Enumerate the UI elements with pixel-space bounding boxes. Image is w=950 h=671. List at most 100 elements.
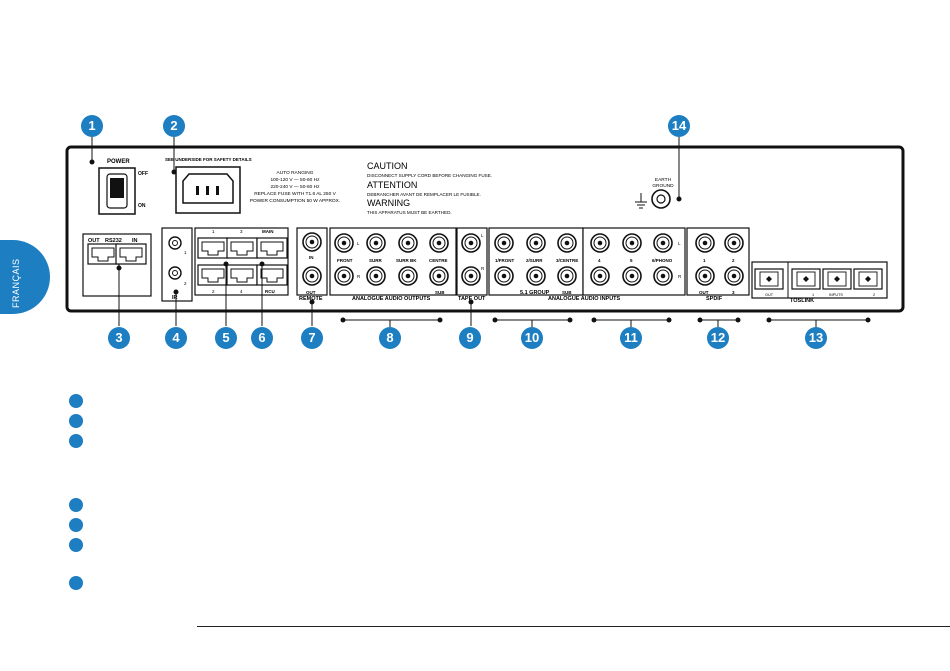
rj45-port-4[interactable] — [226, 264, 258, 286]
rj-2-label: 2 — [212, 289, 215, 294]
surrbk-left-out-jack[interactable] — [398, 233, 418, 253]
rs232-out-port[interactable] — [87, 243, 119, 265]
earth-symbol — [635, 193, 647, 209]
callout-badge-11: 11 — [620, 327, 642, 349]
group-centre-jack[interactable] — [557, 233, 577, 253]
attention-text: DEBRANCHER AVANT DE REMPLACER LE FUSIBLE… — [367, 192, 481, 197]
sub-out-jack[interactable] — [429, 266, 449, 286]
tape-left-marker: L — [481, 233, 484, 238]
tape-out-right-jack[interactable] — [461, 266, 481, 286]
spdif-3-jack[interactable] — [724, 266, 744, 286]
remote-in-jack[interactable] — [302, 232, 322, 252]
legend-dot — [69, 498, 83, 512]
group-sub-label: SUB — [562, 290, 572, 295]
callout-badge-5: 5 — [215, 327, 237, 349]
fuse-note: SEE UNDERSIDE FOR SAFETY DETAILS — [165, 157, 252, 162]
group-front-label: 1/FRONT — [495, 258, 515, 263]
spdif-1-label: 1 — [703, 258, 706, 263]
spdif-1-jack[interactable] — [695, 233, 715, 253]
callout-badge-7: 7 — [301, 327, 323, 349]
surr-left-out-jack[interactable] — [366, 233, 386, 253]
spdif-2-jack[interactable] — [724, 233, 744, 253]
input-5-right-jack[interactable] — [622, 266, 642, 286]
caution-text: DISCONNECT SUPPLY CORD BEFORE CHANGING F… — [367, 173, 492, 178]
caution-title: CAUTION — [367, 161, 408, 171]
input-4-left-jack[interactable] — [590, 233, 610, 253]
toslink-out-port[interactable] — [754, 268, 784, 290]
power-off-label: OFF — [138, 171, 148, 177]
remote-out-jack[interactable] — [302, 266, 322, 286]
toslink-in-1-port[interactable] — [791, 268, 821, 290]
rj-1-label: 1 — [212, 229, 215, 234]
rj45-port-3[interactable] — [226, 237, 258, 259]
callout-badge-13: 13 — [805, 327, 827, 349]
rs232-in-port[interactable] — [115, 243, 147, 265]
warning-text: THIS APPARATUS MUST BE EARTHED. — [367, 210, 452, 215]
ranging-line: 100-120 V — 50-60 Hz — [270, 177, 320, 183]
callout-badge-1: 1 — [81, 115, 103, 137]
earth-label: EARTH — [655, 177, 672, 183]
centre-out-jack[interactable] — [429, 233, 449, 253]
tape-out-left-jack[interactable] — [461, 233, 481, 253]
callout-badge-4: 4 — [165, 327, 187, 349]
bracket-spdif — [697, 317, 741, 327]
callout-badge-8: 8 — [379, 327, 401, 349]
legend-dot — [69, 576, 83, 590]
group-surr-right-jack[interactable] — [526, 266, 546, 286]
legend-dot — [69, 538, 83, 552]
ir-jack-2[interactable] — [168, 266, 182, 280]
input-4-label: 4 — [598, 258, 601, 263]
spdif-out-label: OUT — [699, 290, 709, 295]
remote-out-label: OUT — [306, 290, 316, 295]
group-centre-label: 3/CENTRE — [556, 258, 578, 263]
remote-label: REMOTE — [299, 296, 323, 302]
spdif-out-jack[interactable] — [695, 266, 715, 286]
group-sub-jack[interactable] — [557, 266, 577, 286]
front-out-label: FRONT — [337, 258, 353, 263]
surrbk-right-out-jack[interactable] — [398, 266, 418, 286]
ir-jack-1[interactable] — [168, 236, 182, 250]
front-left-out-jack[interactable] — [334, 233, 354, 253]
callout-badge-3: 3 — [108, 327, 130, 349]
input-4-right-jack[interactable] — [590, 266, 610, 286]
input-6-right-jack[interactable] — [653, 266, 673, 286]
rj45-port-2[interactable] — [197, 264, 229, 286]
front-right-out-jack[interactable] — [334, 266, 354, 286]
rj-rcu-label: RCU — [265, 289, 275, 294]
input-5-left-jack[interactable] — [622, 233, 642, 253]
bracket-analogue-outputs — [340, 317, 443, 327]
group-surr-label: 2/SURR — [526, 258, 543, 263]
left-marker: L — [357, 241, 360, 246]
toslink-inputs-label: INPUTS — [829, 293, 843, 297]
surrbk-out-label: SURR BK — [396, 258, 417, 263]
group-front-right-jack[interactable] — [494, 266, 514, 286]
analogue-outputs-label: ANALOGUE AUDIO OUTPUTS — [352, 296, 431, 302]
toslink-1-label: 1 — [812, 293, 814, 297]
toslink-2-label: 2 — [873, 293, 875, 297]
bracket-analogue-inputs — [591, 317, 672, 327]
legend-dot — [69, 394, 83, 408]
input-6-left-jack[interactable] — [653, 233, 673, 253]
rs232-in-label: IN — [132, 238, 138, 244]
group-surr-left-jack[interactable] — [526, 233, 546, 253]
toslink-in-2-port[interactable] — [853, 268, 883, 290]
callout-badge-12: 12 — [707, 327, 729, 349]
ranging-line: AUTO RANGING — [277, 170, 314, 176]
rj45-port-1[interactable] — [197, 237, 229, 259]
spdif-label: SPDIF — [706, 296, 723, 302]
rj-3-label: 3 — [240, 229, 243, 234]
bracket-toslink — [766, 317, 871, 327]
ranging-line: 220-240 V — 50-60 Hz — [270, 184, 320, 190]
ir-2-label: 2 — [184, 281, 187, 286]
rj45-port-main[interactable] — [256, 237, 288, 259]
analogue-inputs-label: ANALOGUE AUDIO INPUTS — [548, 296, 621, 302]
earth-label: GROUND — [652, 183, 674, 189]
group-51-label: 5.1 GROUP — [520, 290, 550, 296]
ir-label: IR — [172, 295, 178, 301]
ir-1-label: 1 — [184, 250, 187, 255]
sub-out-label: SUB — [435, 290, 445, 295]
surr-right-out-jack[interactable] — [366, 266, 386, 286]
earth-terminal[interactable] — [651, 189, 671, 209]
group-front-left-jack[interactable] — [494, 233, 514, 253]
toslink-in-inputs-port[interactable] — [822, 268, 852, 290]
